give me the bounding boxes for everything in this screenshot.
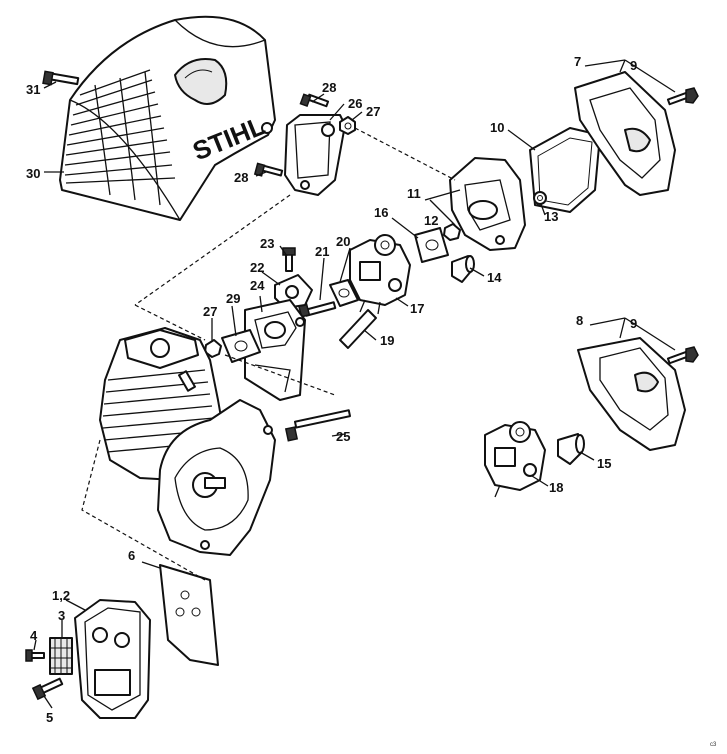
- shroud-grille: [64, 69, 176, 206]
- label-11: 11: [407, 186, 421, 201]
- nut-27-top: [339, 116, 356, 135]
- label-21: 21: [315, 244, 329, 259]
- label-16: 16: [374, 205, 388, 220]
- muffler: [74, 599, 151, 719]
- label-28-top: 28: [322, 80, 336, 95]
- carburetor-17: [349, 234, 411, 315]
- label-9-lower: 9: [630, 316, 637, 331]
- label-19: 19: [380, 333, 394, 348]
- screw-31: [42, 70, 80, 86]
- label-9-top: 9: [630, 58, 637, 73]
- corner-mark: c3: [710, 742, 717, 748]
- engine-shroud: STIHL: [59, 15, 276, 221]
- label-12: 12: [424, 213, 438, 228]
- label-13: 13: [544, 209, 558, 224]
- label-18: 18: [549, 480, 563, 495]
- label-10: 10: [490, 120, 504, 135]
- label-31: 31: [26, 82, 40, 97]
- choke-knob-14: [451, 255, 475, 283]
- callout-labels: 31 30 28 28 26 27 7 9 10 11 12 13 16 14 …: [26, 54, 637, 725]
- label-23: 23: [260, 236, 274, 251]
- label-27-lower: 27: [203, 304, 217, 319]
- label-1-2: 1,2: [52, 588, 70, 603]
- screw-23: [282, 247, 296, 272]
- screw-9-lower: [666, 346, 699, 365]
- air-filter-10: [529, 127, 601, 213]
- leader-lines: [33, 59, 676, 709]
- screw-28-bottom: [253, 162, 284, 177]
- label-4: 4: [30, 628, 38, 643]
- screw-9-top: [666, 87, 699, 106]
- filter-base-11: [449, 157, 526, 251]
- assembly-lines: [81, 127, 456, 581]
- label-3: 3: [58, 608, 65, 623]
- label-24: 24: [250, 278, 265, 293]
- label-7: 7: [574, 54, 581, 69]
- spark-arrestor-screen-3: [49, 637, 73, 675]
- gasket-29: [221, 329, 261, 363]
- gasket-16: [414, 227, 449, 263]
- filter-cover-7: [574, 71, 676, 196]
- label-29: 29: [226, 291, 240, 306]
- intake-part-22: [274, 274, 313, 309]
- gasket-6: [159, 564, 219, 666]
- label-17: 17: [410, 301, 424, 316]
- label-25: 25: [336, 429, 350, 444]
- intake-manifold-24: [244, 299, 306, 401]
- carburetor-18: [484, 421, 546, 498]
- label-6: 6: [128, 548, 135, 563]
- filter-cover-8: [577, 337, 686, 451]
- nut-13: [533, 191, 547, 205]
- label-22: 22: [250, 260, 264, 275]
- screw-4: [25, 649, 45, 662]
- label-26: 26: [348, 96, 362, 111]
- long-bolt-25: [284, 409, 352, 442]
- screw-5: [31, 677, 64, 701]
- label-20: 20: [336, 234, 350, 249]
- carburetor-box-housing: [284, 114, 346, 196]
- washer-12: [443, 223, 461, 241]
- label-8: 8: [576, 313, 583, 328]
- gasket-20: [329, 279, 359, 307]
- crankcase-housing: [157, 399, 276, 556]
- label-5: 5: [46, 710, 53, 725]
- label-15: 15: [597, 456, 611, 471]
- label-14: 14: [487, 270, 502, 285]
- label-28-bottom: 28: [234, 170, 248, 185]
- label-27-top: 27: [366, 104, 380, 119]
- choke-knob-15: [557, 433, 585, 465]
- label-30: 30: [26, 166, 40, 181]
- fuel-hose-19: [339, 309, 377, 349]
